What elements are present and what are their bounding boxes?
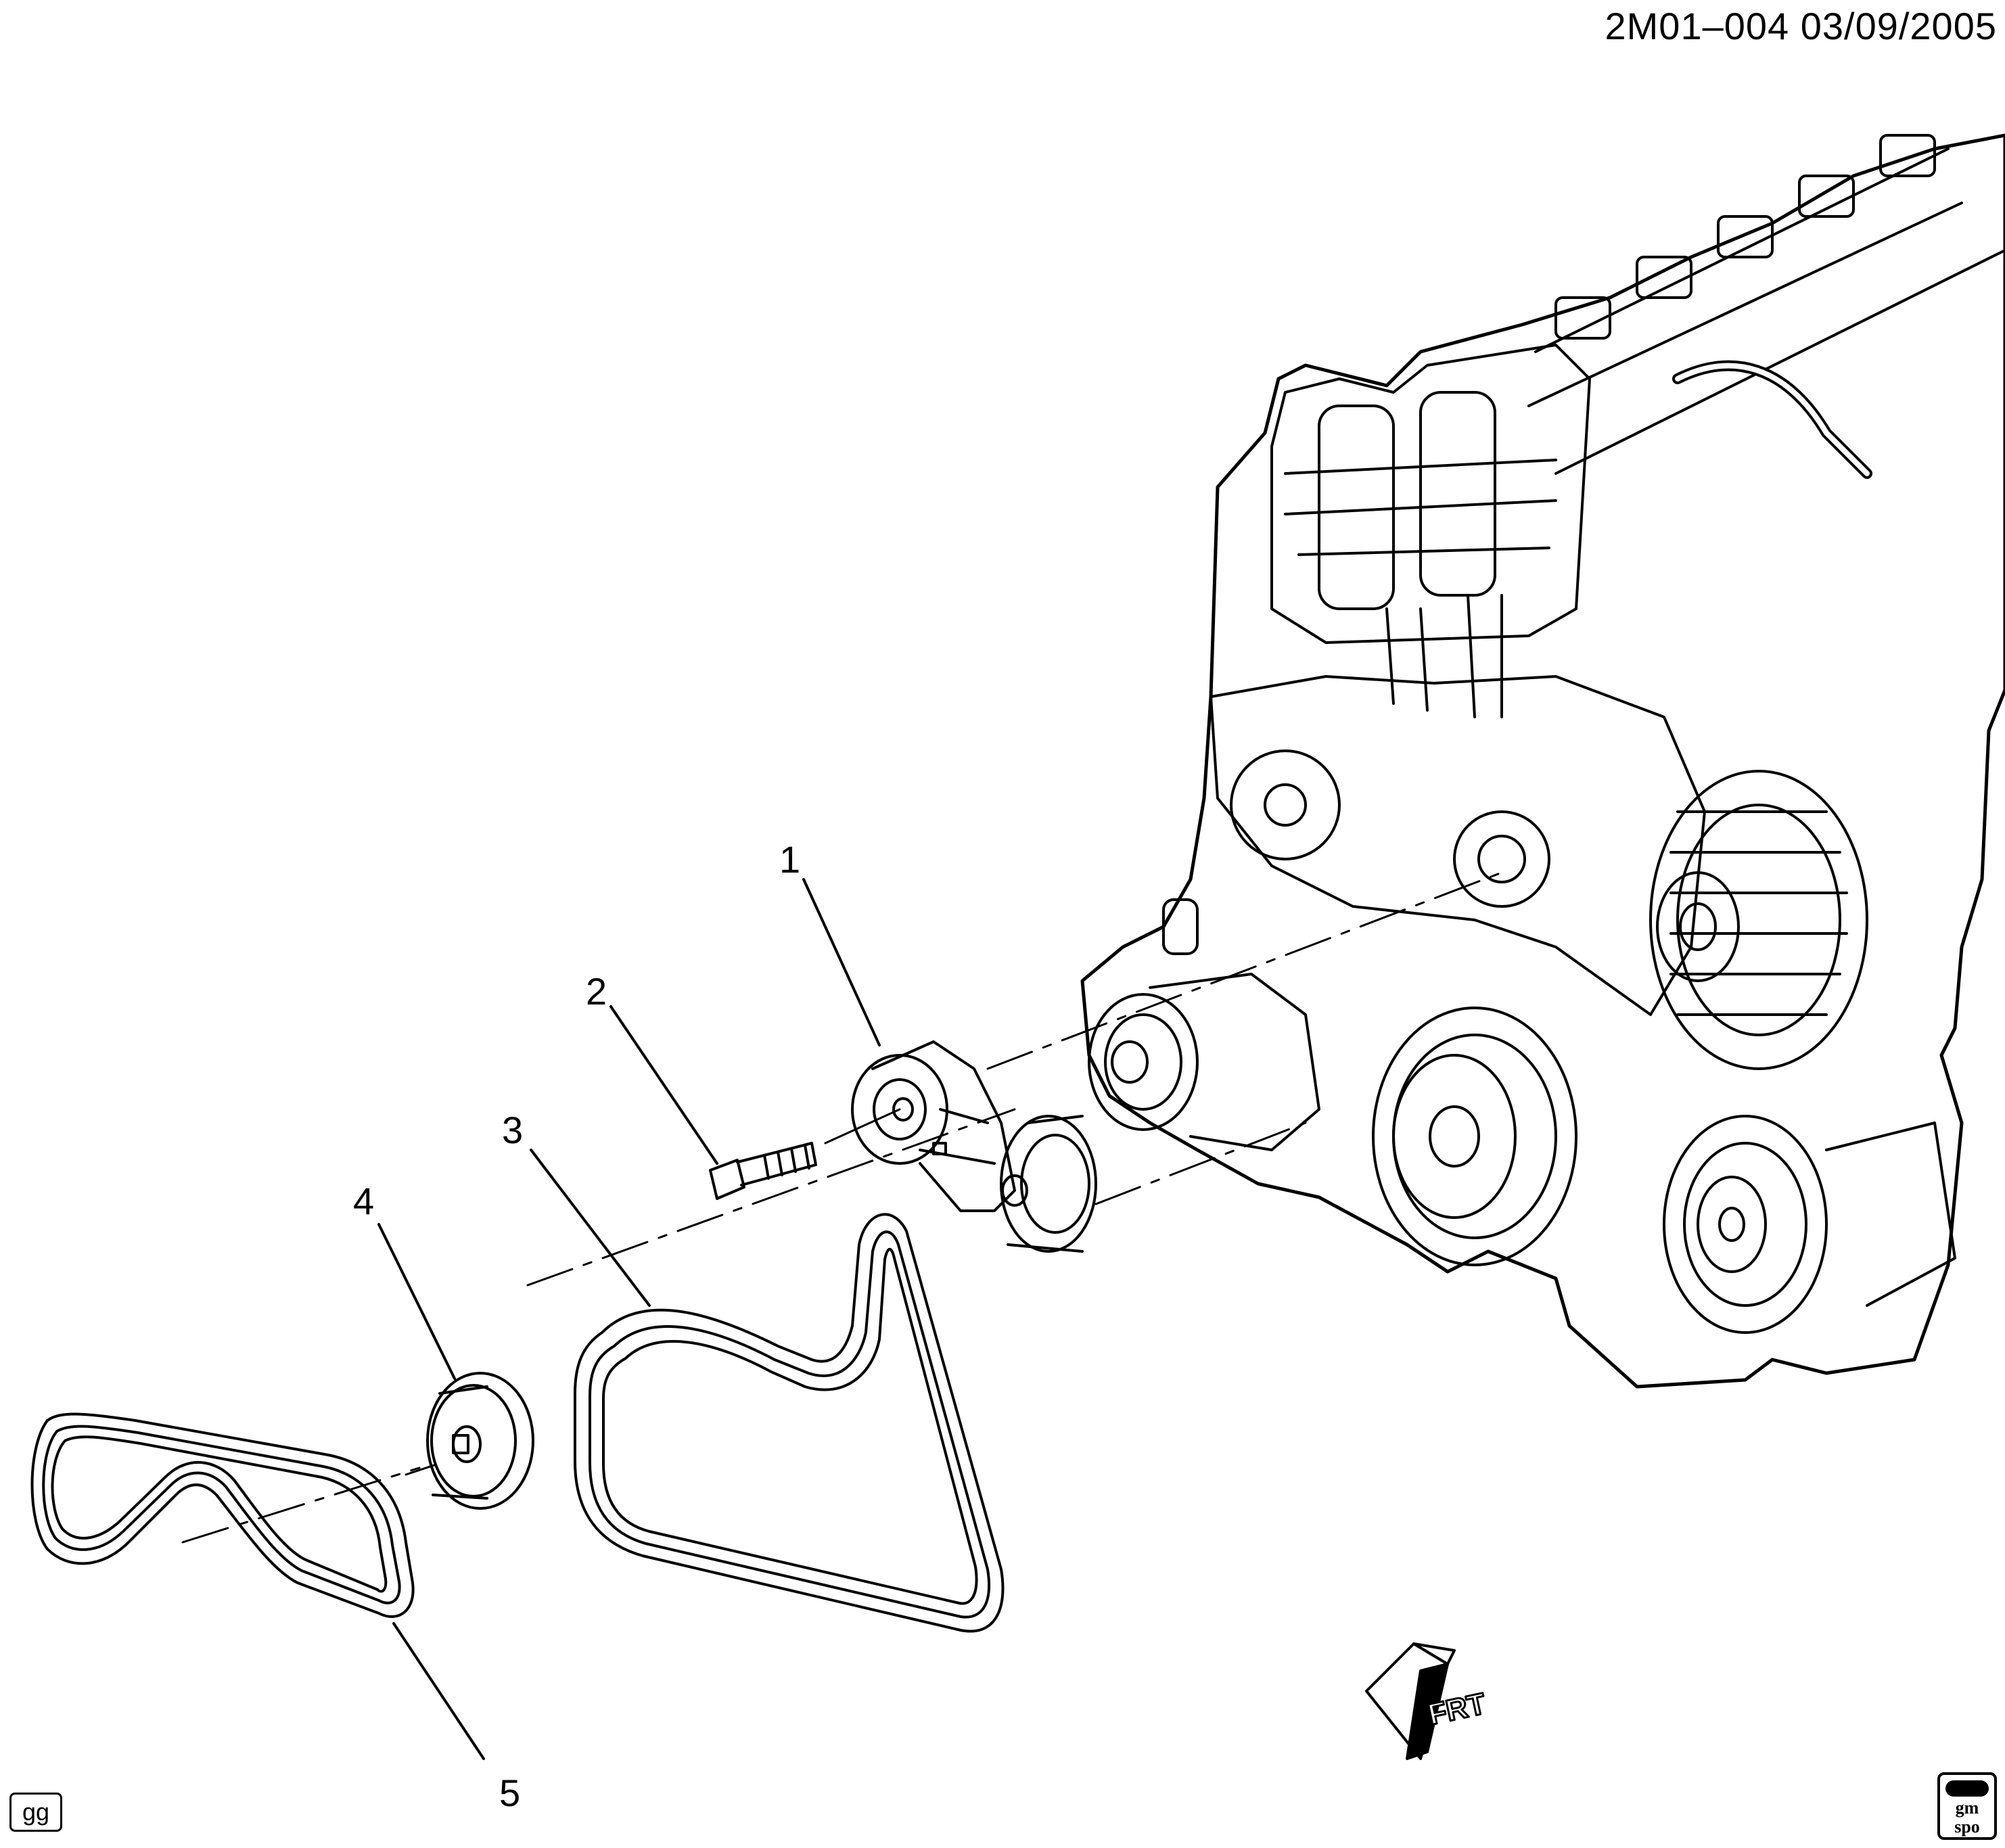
valve-cover	[1270, 344, 1591, 644]
crankshaft-balancer	[1372, 1007, 1577, 1266]
intake-runner-1	[1318, 405, 1395, 610]
tensioner-centerline	[986, 871, 1503, 1070]
ac-compressor	[1663, 1115, 1956, 1334]
callout-3: 3	[502, 1109, 523, 1151]
tensioner-arm	[871, 1040, 1016, 1212]
callout-numbers: 1 2 3 4 5	[353, 838, 800, 1814]
leader-1	[802, 878, 881, 1046]
drive-belt-small	[30, 1412, 415, 1618]
leader-3	[530, 1149, 651, 1307]
callout-5: 5	[499, 1772, 520, 1814]
callout-4: 4	[353, 1180, 374, 1222]
illustrator-tag: gg	[9, 1793, 62, 1832]
assembly-centerlines	[181, 871, 1503, 1544]
belt-tensioner	[851, 1040, 1097, 1253]
leader-2	[609, 1005, 718, 1165]
timing-cover-bolt-boss	[1230, 749, 1341, 860]
bolt-centerline	[824, 1108, 901, 1145]
alternator	[1649, 770, 1868, 1070]
idler-centerline	[526, 1108, 1016, 1287]
belt-centerline	[181, 1466, 421, 1544]
leader-5	[392, 1622, 485, 1760]
coolant-hose	[1672, 360, 1872, 479]
power-steering-pump	[1088, 898, 1320, 1151]
engine-assembly	[1080, 133, 2005, 1389]
diagram-code-date: 2M01–004 03/09/2005	[1605, 5, 1997, 47]
tensioner-body-pulley	[851, 1054, 948, 1165]
tensioner-pulley	[1000, 1115, 1097, 1253]
water-pump-pulley	[1453, 810, 1550, 908]
intake-runner-2	[1419, 391, 1496, 597]
ignition-coils	[1527, 134, 2005, 475]
callout-1: 1	[779, 838, 800, 881]
logo-line-1: gm	[1955, 1798, 1979, 1818]
drive-belt-large	[574, 1213, 1005, 1633]
engine-block-outline	[1080, 133, 2005, 1389]
front-direction-arrow-icon: FRT	[1365, 1642, 1490, 1760]
callout-2: 2	[586, 970, 607, 1013]
timing-cover	[1209, 675, 1706, 1016]
logo-line-2: spo	[1954, 1817, 1980, 1837]
tensioner-bolt	[709, 1142, 817, 1200]
alternator-pulley	[1656, 871, 1740, 982]
leader-lines	[377, 878, 881, 1760]
tensioner-pulley-centerline	[1094, 1122, 1307, 1205]
gm-spo-logo: gm spo	[1937, 1772, 1997, 1840]
leader-4	[377, 1223, 456, 1380]
idler-pulley	[426, 1372, 534, 1510]
